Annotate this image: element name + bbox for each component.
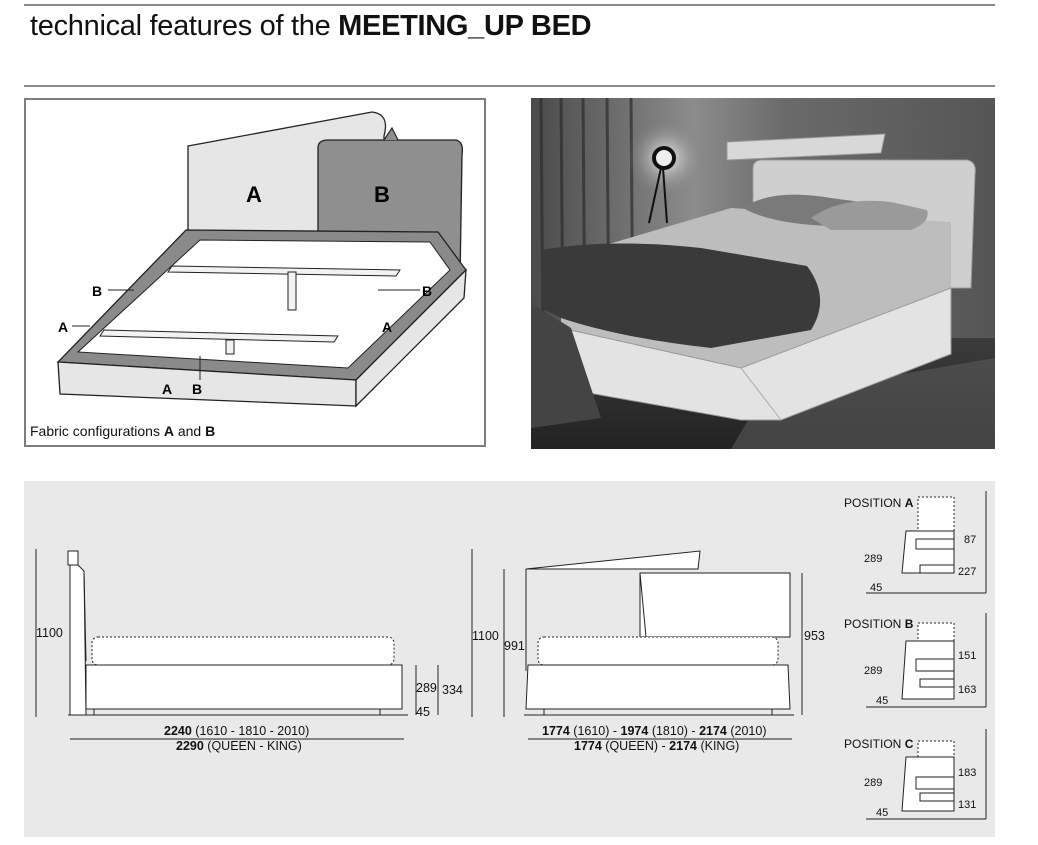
front-headboard-b bbox=[639, 572, 791, 638]
position-b-title: POSITION B bbox=[844, 617, 914, 631]
front-mattress bbox=[537, 636, 779, 666]
bed-photo-image bbox=[531, 97, 995, 449]
position-a-base: 45 bbox=[870, 582, 883, 594]
top-rule bbox=[24, 4, 995, 6]
header-rule bbox=[24, 85, 995, 87]
dimension-drawings bbox=[35, 491, 987, 820]
side-height-289: 289 bbox=[416, 681, 437, 695]
front-height-953: 953 bbox=[804, 629, 825, 643]
front-height-1100: 1100 bbox=[472, 629, 499, 643]
label-right-b: B bbox=[422, 283, 432, 299]
position-c-base: 45 bbox=[876, 807, 889, 819]
side-base bbox=[85, 664, 403, 710]
position-a-height: 289 bbox=[864, 553, 883, 565]
label-front-a: A bbox=[162, 381, 172, 397]
bed-photo bbox=[531, 97, 995, 449]
label-left-a: A bbox=[58, 319, 68, 335]
position-b-drawing bbox=[866, 613, 987, 708]
position-c-title: POSITION C bbox=[844, 737, 914, 751]
position-b-height: 289 bbox=[864, 665, 883, 677]
position-a-title: POSITION A bbox=[844, 496, 914, 510]
front-headboard-a bbox=[525, 550, 701, 570]
front-width-line1: 1774 (1610) - 1974 (1810) - 2174 (2010) bbox=[542, 724, 767, 738]
page-title: technical features of the MEETING_UP BED bbox=[30, 10, 592, 42]
label-headboard-a: A bbox=[246, 182, 262, 207]
label-front-b: B bbox=[192, 381, 202, 397]
position-c-drawing bbox=[866, 729, 987, 820]
side-mattress bbox=[91, 636, 395, 666]
frame-side-face bbox=[355, 268, 467, 408]
side-height-45: 45 bbox=[416, 705, 430, 719]
label-right-a: A bbox=[382, 319, 392, 335]
front-height-991: 991 bbox=[504, 639, 525, 653]
position-a-top: 87 bbox=[964, 534, 977, 546]
fabric-configuration-diagram: A B B A B A A B bbox=[24, 98, 486, 447]
position-a-bottom: 227 bbox=[958, 566, 977, 578]
position-b-base: 45 bbox=[876, 695, 889, 707]
position-c-bottom: 131 bbox=[958, 799, 977, 811]
fabric-configuration-caption: Fabric configurations A and B bbox=[30, 423, 216, 439]
side-height-1100: 1100 bbox=[36, 626, 63, 640]
side-length-line2: 2290 (QUEEN - KING) bbox=[176, 739, 302, 753]
label-left-b: B bbox=[92, 283, 102, 299]
dimensions-panel: 1100 289 334 45 2240 (1610 - 1810 - 2010… bbox=[24, 481, 995, 837]
position-c-top: 183 bbox=[958, 767, 977, 779]
label-headboard-b: B bbox=[374, 182, 390, 207]
bed-isometric-drawing: A B B A B A A B bbox=[56, 111, 467, 408]
front-width-line2: 1774 (QUEEN) - 2174 (KING) bbox=[574, 739, 740, 753]
position-b-top: 151 bbox=[958, 650, 977, 662]
side-height-334: 334 bbox=[442, 683, 463, 697]
position-a-drawing bbox=[866, 491, 987, 594]
side-length-line1: 2240 (1610 - 1810 - 2010) bbox=[164, 724, 310, 738]
front-base bbox=[525, 664, 791, 710]
position-b-bottom: 163 bbox=[958, 684, 977, 696]
position-c-height: 289 bbox=[864, 777, 883, 789]
